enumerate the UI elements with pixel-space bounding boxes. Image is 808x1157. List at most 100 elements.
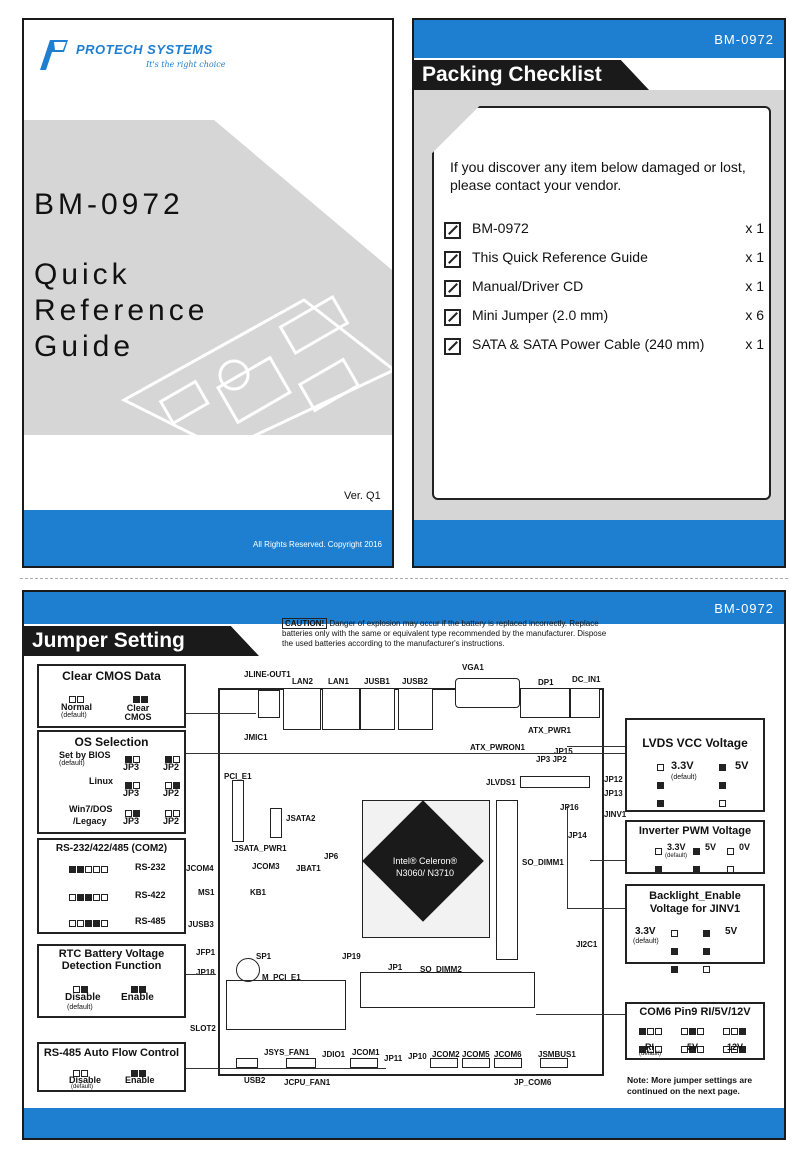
pwm-0: 0V bbox=[739, 842, 751, 852]
jumper-clear-icon bbox=[133, 690, 149, 708]
checklist-item: SATA & SATA Power Cable (240 mm)x 1 bbox=[444, 336, 764, 362]
os-jp3: JP3 bbox=[123, 816, 140, 826]
board-label: JLINE-OUT1 bbox=[244, 670, 291, 679]
so-dimm1-slot bbox=[496, 800, 518, 960]
rs-485: RS-485 bbox=[135, 916, 166, 926]
checkbox-checked-icon bbox=[444, 251, 461, 268]
board-label: JFP1 bbox=[196, 948, 216, 957]
leader-line bbox=[186, 713, 256, 714]
brand-logo: PROTECH SYSTEMS It's the right choice bbox=[36, 36, 266, 76]
header-row bbox=[540, 1058, 568, 1068]
rtc-box: RTC Battery Voltage Detection Function D… bbox=[37, 944, 186, 1018]
backlight-default: (default) bbox=[633, 938, 659, 945]
os-linux: Linux bbox=[89, 776, 113, 786]
cover-panel: PROTECH SYSTEMS It's the right choice BM… bbox=[22, 18, 394, 568]
pwm-title: Inverter PWM Voltage bbox=[638, 825, 752, 837]
usb1-connector bbox=[360, 688, 395, 730]
battery-sp1 bbox=[236, 958, 260, 982]
jumper-model: BM-0972 bbox=[714, 601, 774, 616]
leader-line bbox=[567, 746, 625, 747]
board-label: JP6 bbox=[324, 852, 339, 861]
board-label: ATX_PWRON1 bbox=[470, 743, 525, 752]
logo-mark-icon bbox=[40, 40, 68, 70]
lvds-5: 5V bbox=[735, 760, 749, 772]
board-label: JBAT1 bbox=[296, 864, 321, 873]
jumper-icon bbox=[73, 1064, 89, 1082]
checklist-card bbox=[432, 106, 771, 500]
os-jp2: JP2 bbox=[163, 788, 180, 798]
jumper-block-icon bbox=[639, 1022, 665, 1058]
checklist-header-band bbox=[414, 20, 784, 58]
clear-cmos-default: (default) bbox=[61, 712, 87, 719]
jumper-vertical-icon bbox=[671, 924, 679, 978]
checklist-model: BM-0972 bbox=[714, 32, 774, 47]
header-row bbox=[286, 1058, 316, 1068]
jumper-normal-icon bbox=[69, 690, 85, 708]
board-label: SO_DIMM2 bbox=[420, 965, 462, 974]
os-legacy: /Legacy bbox=[73, 816, 107, 826]
os-set-by-bios: Set by BIOS bbox=[59, 750, 111, 760]
board-label: JP12 bbox=[604, 775, 623, 784]
usb2-connector bbox=[398, 688, 433, 730]
lan1-connector bbox=[322, 688, 360, 730]
header-row bbox=[430, 1058, 458, 1068]
leader-line bbox=[186, 974, 216, 975]
board-label: PCI_E1 bbox=[224, 772, 252, 781]
header-row bbox=[462, 1058, 490, 1068]
clear-cmos-box: Clear CMOS Data Normal (default) Clear C… bbox=[37, 664, 186, 728]
rtc-disable: Disable bbox=[65, 992, 101, 1003]
checkbox-checked-icon bbox=[444, 309, 461, 326]
cover-footer-band bbox=[24, 510, 392, 566]
board-label: VGA1 bbox=[462, 663, 484, 672]
board-label: JP13 bbox=[604, 789, 623, 798]
board-label: JP15 bbox=[554, 747, 573, 756]
fold-line bbox=[20, 578, 788, 579]
jumper-block-icon bbox=[681, 1022, 707, 1058]
lan2-connector bbox=[283, 688, 321, 730]
lvds-title: LVDS VCC Voltage bbox=[642, 736, 748, 750]
lvds-default: (default) bbox=[671, 774, 697, 781]
pwm-default: (default) bbox=[665, 853, 688, 859]
board-label: JSATA2 bbox=[286, 814, 316, 823]
board-label: DP1 bbox=[538, 678, 554, 687]
header-row bbox=[350, 1058, 378, 1068]
board-label: JCPU_FAN1 bbox=[284, 1078, 331, 1087]
jumper-block-icon bbox=[69, 888, 109, 906]
pwm-33: 3.3V bbox=[667, 842, 686, 852]
board-label: SLOT2 bbox=[190, 1024, 216, 1033]
board-label: JP3 JP2 bbox=[536, 755, 567, 764]
caution-tag: CAUTION! bbox=[282, 618, 328, 629]
jumper-footer-band bbox=[24, 1108, 784, 1138]
os-jp3: JP3 bbox=[123, 762, 140, 772]
board-label: JMIC1 bbox=[244, 733, 268, 742]
backlight-33: 3.3V bbox=[635, 926, 656, 937]
board-label: JSATA_PWR1 bbox=[234, 844, 287, 853]
dp-connector bbox=[520, 688, 570, 718]
header-row bbox=[494, 1058, 522, 1068]
board-label: JP_COM6 bbox=[514, 1078, 552, 1087]
jumper-block-icon bbox=[723, 1022, 749, 1058]
checkbox-checked-icon bbox=[444, 222, 461, 239]
rtc-title: RTC Battery Voltage Detection Function bbox=[58, 948, 165, 972]
jumper-icon bbox=[131, 980, 147, 998]
jumper-header-band bbox=[24, 592, 784, 624]
backlight-5: 5V bbox=[725, 926, 738, 937]
clear-cmos-clear: Clear CMOS bbox=[124, 703, 152, 722]
checklist-heading-bg bbox=[414, 60, 649, 90]
com6-title: COM6 Pin9 RI/5V/12V bbox=[639, 1006, 751, 1018]
jumper-icon bbox=[125, 804, 141, 822]
board-label: M_PCI_E1 bbox=[262, 973, 301, 982]
jumper-block-icon bbox=[69, 860, 109, 878]
os-jp2: JP2 bbox=[163, 762, 180, 772]
board-label: JCOM4 bbox=[186, 864, 214, 873]
cover-white-triangle bbox=[214, 120, 392, 270]
jumper-heading: Jumper Setting bbox=[32, 629, 185, 652]
board-label: JP18 bbox=[196, 968, 215, 977]
caution-note: CAUTION! Danger of explosion may occur i… bbox=[282, 618, 612, 649]
com6-default: (default) bbox=[639, 1051, 662, 1057]
leader-line bbox=[186, 1068, 386, 1069]
lvds-vcc-box: LVDS VCC Voltage 3.3V (default) 5V bbox=[625, 718, 765, 812]
